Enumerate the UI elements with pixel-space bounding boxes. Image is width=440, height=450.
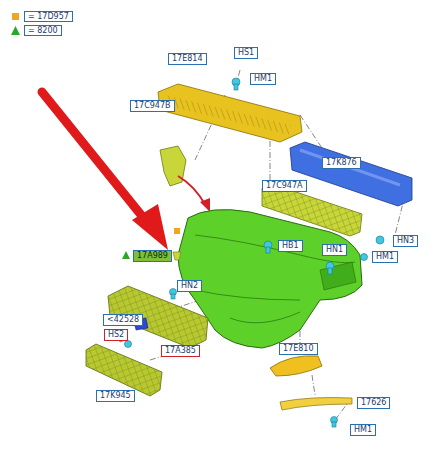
callout-number: 17A989 bbox=[133, 250, 172, 262]
upper-absorber bbox=[158, 84, 302, 142]
side-bracket bbox=[160, 146, 186, 186]
callout-number: 17E814 bbox=[168, 53, 207, 65]
legend-triangle bbox=[11, 26, 20, 35]
callout-number: <42528 bbox=[103, 314, 143, 326]
callout-number: 17E810 bbox=[279, 343, 318, 355]
legend-swatch bbox=[12, 13, 19, 20]
callout-number: 17C947A bbox=[262, 180, 307, 192]
callout-number: 17K876 bbox=[322, 157, 361, 169]
callout-number: HM1 bbox=[350, 424, 376, 436]
legend-text: = 8200 bbox=[24, 25, 62, 36]
leader-line bbox=[140, 70, 405, 420]
callout-number: 17K945 bbox=[96, 390, 135, 402]
callout-number: HM1 bbox=[250, 73, 276, 85]
triangle-marker bbox=[122, 251, 130, 259]
legend-text: = 17D957 bbox=[24, 11, 73, 22]
fog-bezel bbox=[270, 356, 322, 376]
callout-number: HN3 bbox=[393, 235, 418, 247]
callout-number: HS1 bbox=[234, 47, 258, 59]
trim-strip bbox=[280, 398, 352, 411]
legend-item: = 8200 bbox=[24, 26, 62, 36]
clip bbox=[125, 78, 385, 427]
clip-marker bbox=[174, 228, 180, 234]
callout-number: HN2 bbox=[177, 280, 202, 292]
lower-grille bbox=[86, 344, 162, 396]
callout-number: HM1 bbox=[372, 251, 398, 263]
callout-number: HB1 bbox=[278, 240, 303, 252]
callout-number: 17C947B bbox=[130, 100, 175, 112]
callout-number: 17A385 bbox=[161, 345, 200, 357]
callout-number: HN1 bbox=[322, 244, 347, 256]
callout-number: 17626 bbox=[357, 397, 390, 409]
pointer-arrow bbox=[42, 92, 150, 226]
legend-item: = 17D957 bbox=[24, 12, 73, 22]
callout-number: HS2 bbox=[104, 329, 128, 341]
